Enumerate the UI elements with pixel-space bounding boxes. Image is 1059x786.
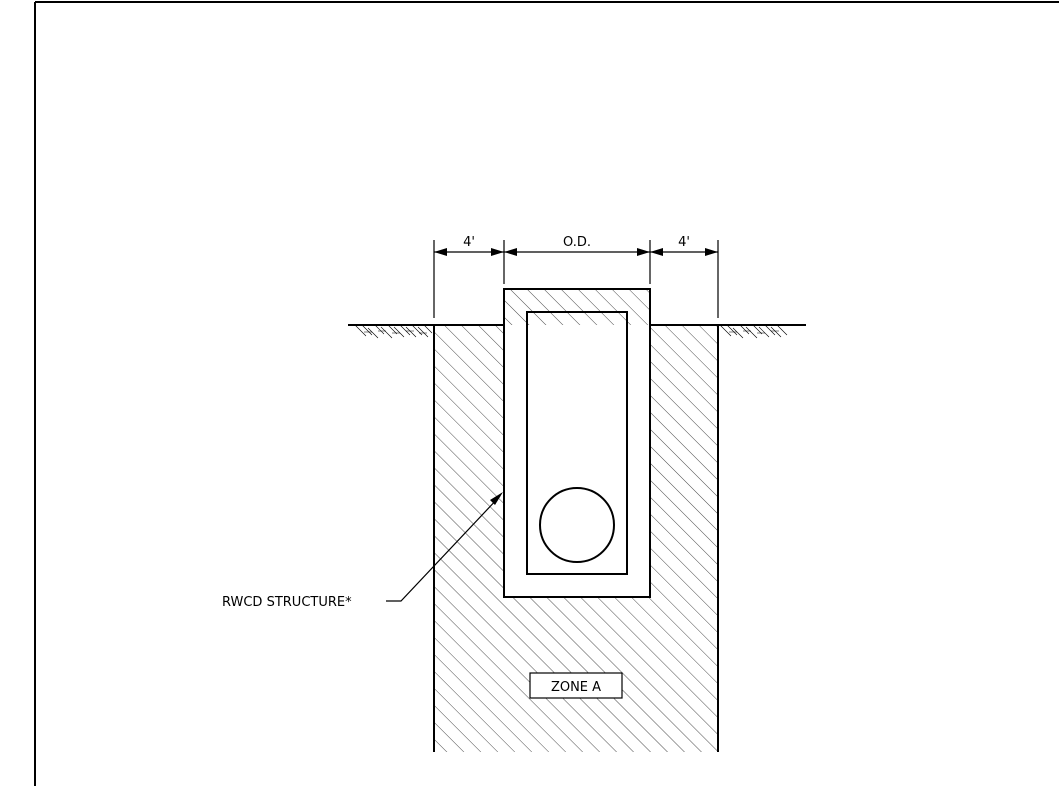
- structure-callout-text: RWCD STRUCTURE*: [222, 595, 352, 610]
- dimension-extension-lines: [433, 240, 719, 318]
- structure-leader-line: [386, 492, 503, 602]
- dimension-line-left: [434, 248, 504, 256]
- zone-label-box: [529, 672, 623, 699]
- dimension-right-text: 4': [678, 235, 690, 250]
- trench-backfill-hatch: [434, 289, 718, 752]
- zone-label-text: ZONE A: [551, 680, 601, 695]
- dimension-left-text: 4': [463, 235, 475, 250]
- rwcd-structure: [503, 288, 651, 598]
- dimension-line-right: [650, 248, 718, 256]
- earth-symbol-right: [719, 324, 788, 339]
- sheet-border: [34, 1, 1059, 786]
- dimension-line-center: [504, 248, 650, 256]
- dimension-center-text: O.D.: [563, 235, 591, 250]
- earth-symbol-left: [354, 324, 433, 339]
- trench-walls: [433, 325, 719, 752]
